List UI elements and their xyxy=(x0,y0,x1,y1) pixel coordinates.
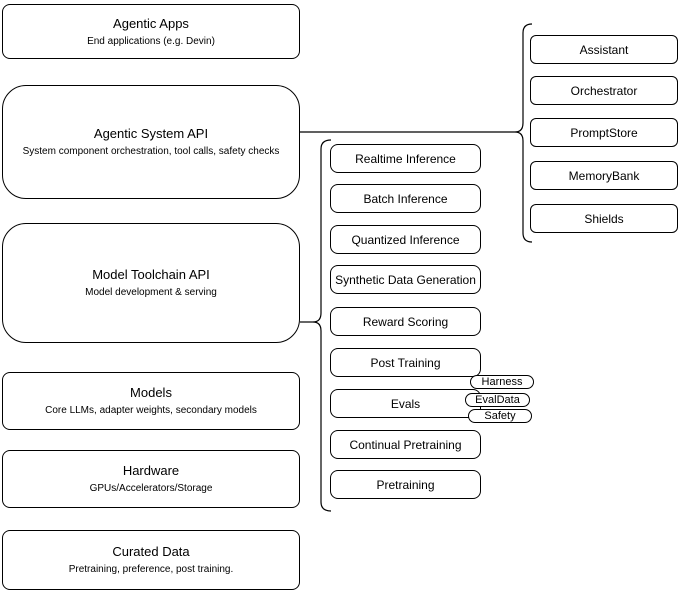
toolchain-item-label: Post Training xyxy=(370,355,441,370)
layer-agentic-system-api: Agentic System API System component orch… xyxy=(2,85,300,199)
layer-title: Models xyxy=(130,385,172,400)
component-orchestrator: Orchestrator xyxy=(530,76,678,105)
component-label: Orchestrator xyxy=(570,83,638,98)
layer-model-toolchain-api: Model Toolchain API Model development & … xyxy=(2,223,300,343)
layer-subtitle: End applications (e.g. Devin) xyxy=(87,35,215,47)
toolchain-reward-scoring: Reward Scoring xyxy=(330,307,481,336)
eval-tag-label: Safety xyxy=(484,410,516,422)
toolchain-item-label: Pretraining xyxy=(376,477,435,492)
toolchain-item-label: Reward Scoring xyxy=(362,314,449,329)
toolchain-pretraining: Pretraining xyxy=(330,470,481,499)
component-label: MemoryBank xyxy=(568,168,640,183)
component-shields: Shields xyxy=(530,204,678,233)
layer-title: Curated Data xyxy=(112,544,190,559)
toolchain-brace xyxy=(312,139,332,512)
component-memorybank: MemoryBank xyxy=(530,161,678,190)
layer-title: Hardware xyxy=(122,463,180,478)
toolchain-item-label: Continual Pretraining xyxy=(349,437,462,452)
component-promptstore: PromptStore xyxy=(530,118,678,147)
eval-tag-evaldata: EvalData xyxy=(465,393,530,407)
toolchain-item-label: Realtime Inference xyxy=(355,151,456,166)
toolchain-continual-pretraining: Continual Pretraining xyxy=(330,430,481,459)
layer-title: Agentic Apps xyxy=(113,15,189,31)
layer-models: Models Core LLMs, adapter weights, secon… xyxy=(2,372,300,430)
layer-title: Model Toolchain API xyxy=(92,267,210,282)
toolchain-post-training: Post Training xyxy=(330,348,481,377)
toolchain-item-label: Quantized Inference xyxy=(351,232,460,247)
eval-tag-safety: Safety xyxy=(468,409,532,423)
eval-tag-harness: Harness xyxy=(470,375,534,389)
toolchain-evals: Evals xyxy=(330,389,481,418)
layer-subtitle: System component orchestration, tool cal… xyxy=(22,146,280,157)
eval-tag-label: Harness xyxy=(481,376,523,388)
toolchain-synthetic-data-generation: Synthetic Data Generation xyxy=(330,265,481,294)
toolchain-item-label: Batch Inference xyxy=(363,191,448,206)
layer-title: Agentic System API xyxy=(93,126,209,141)
component-label: Shields xyxy=(584,211,624,226)
toolchain-realtime-inference: Realtime Inference xyxy=(330,144,481,173)
eval-tag-label: EvalData xyxy=(475,394,520,406)
layer-subtitle: Pretraining, preference, post training. xyxy=(68,564,234,575)
component-assistant: Assistant xyxy=(530,35,678,64)
layer-curated-data: Curated Data Pretraining, preference, po… xyxy=(2,530,300,590)
layer-subtitle: GPUs/Accelerators/Storage xyxy=(89,483,213,494)
layer-subtitle: Model development & serving xyxy=(85,287,217,298)
layer-subtitle: Core LLMs, adapter weights, secondary mo… xyxy=(45,405,257,416)
layer-agentic-apps: Agentic Apps End applications (e.g. Devi… xyxy=(2,4,300,59)
component-label: PromptStore xyxy=(570,125,638,140)
toolchain-quantized-inference: Quantized Inference xyxy=(330,225,481,254)
toolchain-item-label: Synthetic Data Generation xyxy=(335,272,476,287)
toolchain-item-label: Evals xyxy=(390,396,421,411)
layer-hardware: Hardware GPUs/Accelerators/Storage xyxy=(2,450,300,508)
toolchain-batch-inference: Batch Inference xyxy=(330,184,481,213)
component-label: Assistant xyxy=(579,42,629,57)
